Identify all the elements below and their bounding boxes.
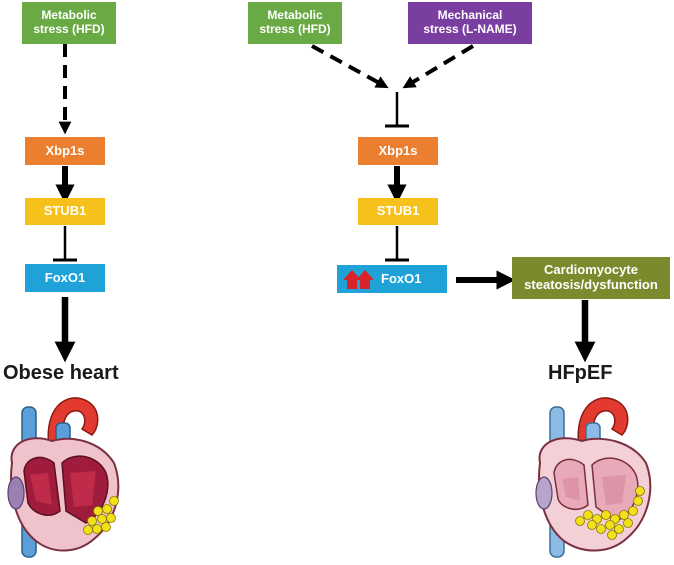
left-metabolic-line1: Metabolic — [41, 8, 97, 23]
left-foxo1-box: FoxO1 — [25, 264, 105, 292]
hfpef-heart-illustration — [535, 397, 652, 558]
left-stub1-box: STUB1 — [25, 198, 105, 225]
left-stub1-label: STUB1 — [43, 203, 87, 219]
left-foxo1-label: FoxO1 — [44, 269, 86, 285]
right-metabolic-dashed-arrow — [311, 44, 389, 89]
left-xbp1s-label: Xbp1s — [45, 142, 85, 158]
right-cardio-line1: Cardiomyocyte — [544, 262, 638, 278]
right-mechanical-dashed-arrow — [402, 44, 475, 89]
right-stub1-label: STUB1 — [376, 203, 420, 219]
right-mechanical-line1: Mechanical — [437, 8, 503, 23]
right-stub1-box: STUB1 — [358, 198, 438, 225]
right-mechanical-line2: stress (L-NAME) — [423, 22, 517, 36]
right-cardio-line2: steatosis/dysfunction — [524, 277, 658, 292]
right-metabolic-line2: stress (HFD) — [259, 22, 331, 36]
right-xbp1s-label: Xbp1s — [378, 142, 418, 158]
left-xbp1s-box: Xbp1s — [25, 137, 105, 165]
upregulation-arrows-icon — [343, 270, 373, 289]
right-foxo1-box: FoxO1 — [337, 265, 447, 293]
obese-heart-illustration — [7, 397, 120, 558]
right-xbp1s-box: Xbp1s — [358, 137, 438, 165]
left-outcome-label: Obese heart — [3, 362, 119, 384]
right-metabolic-line1: Metabolic — [267, 8, 323, 23]
right-outcome-label: HFpEF — [548, 362, 613, 384]
left-metabolic-line2: stress (HFD) — [33, 22, 105, 36]
right-foxo1-label: FoxO1 — [381, 270, 422, 286]
